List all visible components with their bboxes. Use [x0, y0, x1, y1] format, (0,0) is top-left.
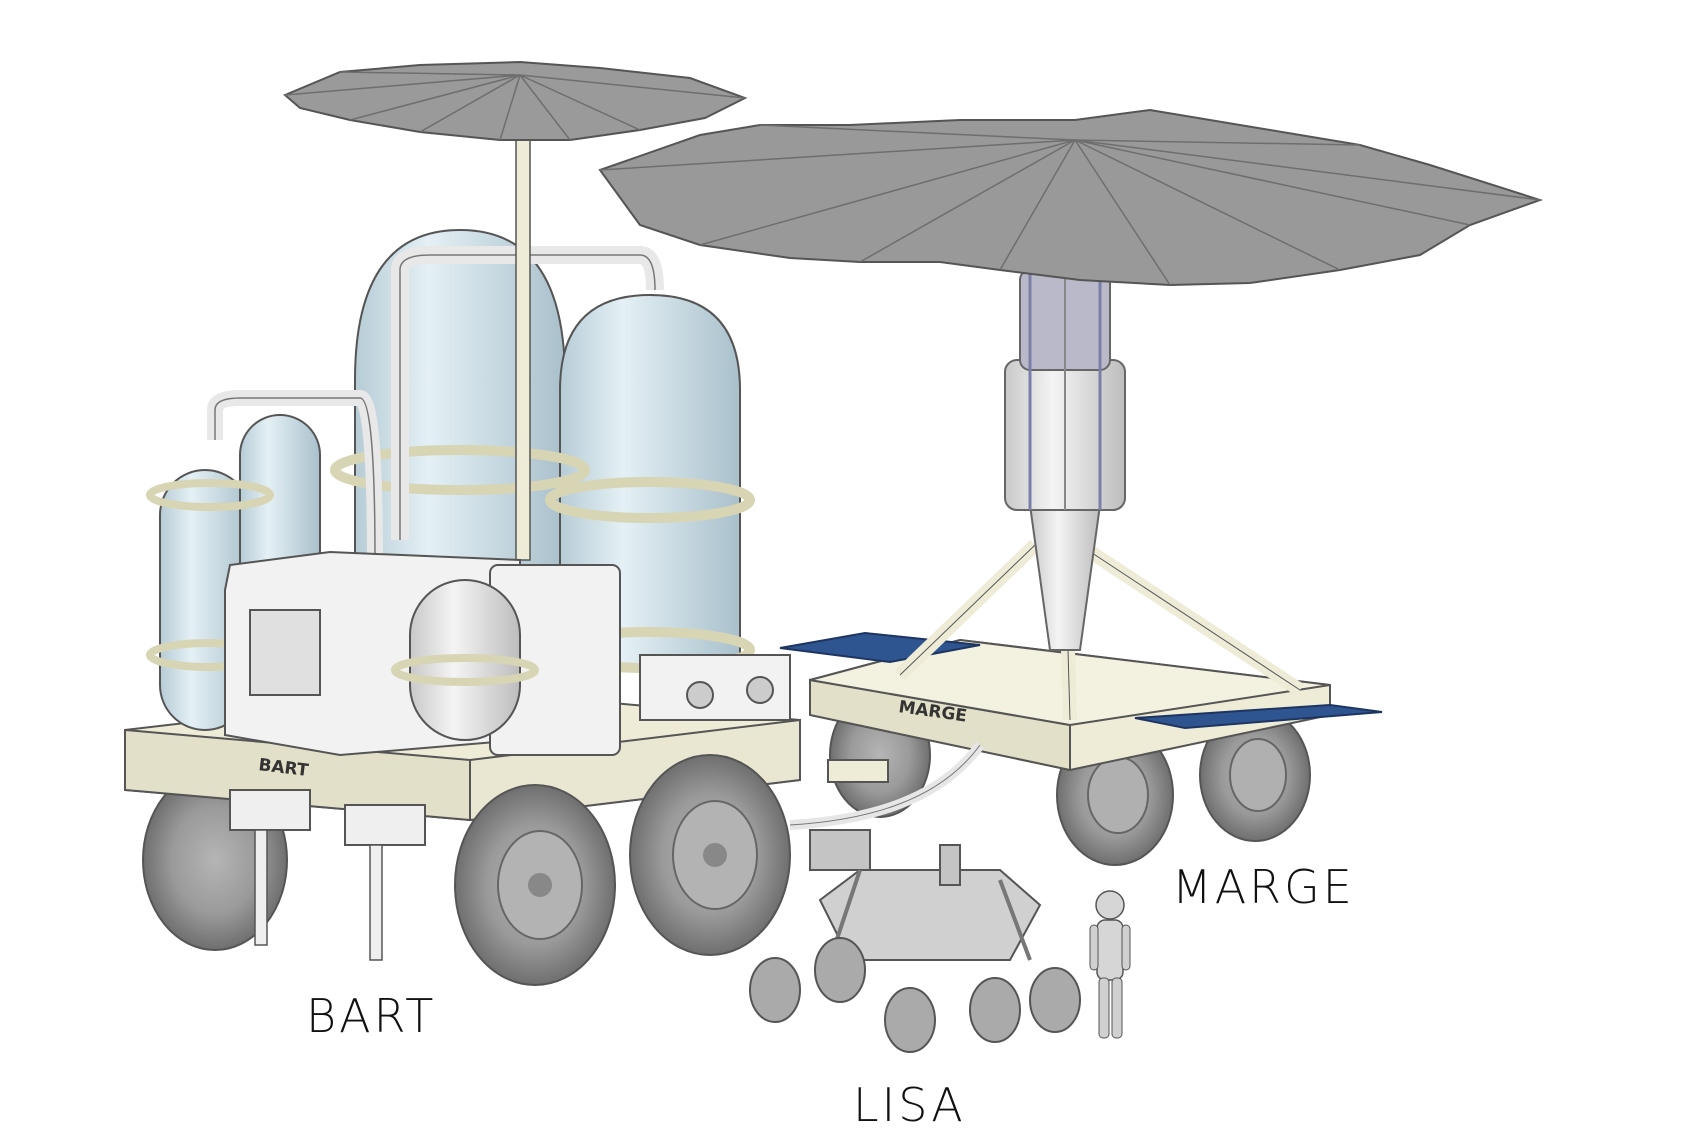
- marge-reactor-cone: [1028, 504, 1102, 651]
- bart-connector-block: [639, 654, 791, 721]
- marge-solar-panel-right: [1134, 703, 1383, 730]
- lisa-wheel: [884, 987, 936, 1053]
- bart-mast: [515, 119, 531, 561]
- lisa-wheel: [814, 937, 866, 1003]
- label-marge: MARGE: [1172, 860, 1355, 914]
- marge-radiator-umbrella: [598, 108, 1544, 287]
- bart-drill-module: [229, 789, 311, 831]
- marge-umbrella-ribs: [599, 124, 1541, 286]
- lisa-wheel: [749, 957, 801, 1023]
- lisa-rover: [749, 829, 1081, 1053]
- bart-wheel: [629, 754, 791, 956]
- marge-vehicle: MARGE: [598, 108, 1544, 866]
- bart-drill-module: [344, 804, 426, 846]
- marge-wheel: [1199, 708, 1311, 842]
- bart-radiator-umbrella: [283, 60, 748, 141]
- bart-umbrella-ribs: [284, 71, 746, 141]
- bart-sphere-tank: [391, 579, 539, 741]
- bart-wheel: [454, 784, 616, 986]
- bart-vehicle: BART: [124, 60, 801, 986]
- label-lisa: LISA: [853, 1078, 966, 1132]
- tow-hitch: [827, 759, 889, 783]
- lisa-wheel: [969, 977, 1021, 1043]
- bart-large-tank: [354, 228, 566, 581]
- lisa-wheel: [1029, 967, 1081, 1033]
- astronaut-figure: [1089, 890, 1131, 1039]
- label-bart: BART: [306, 989, 437, 1043]
